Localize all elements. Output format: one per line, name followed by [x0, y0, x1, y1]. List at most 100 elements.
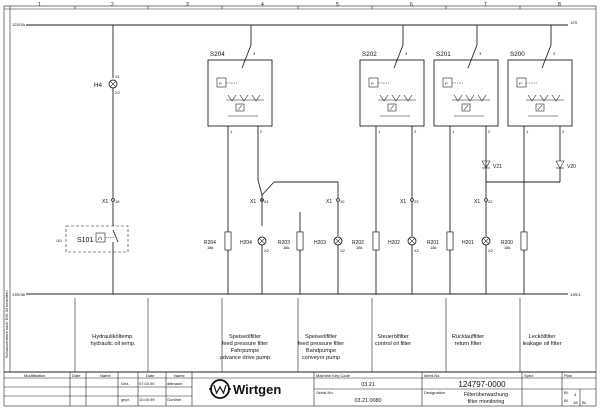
tb-machine-key: 03.21 [361, 382, 375, 388]
bottom-rail-label-right: 13R/1 [570, 292, 581, 297]
s200-pin2: 2 [562, 129, 565, 134]
r203-circuit [296, 212, 304, 294]
h4-label: H4 [94, 82, 103, 89]
v20-diode-icon [555, 160, 565, 169]
tb-spez-label: Spez. [524, 373, 534, 378]
column-label-5: 5 [336, 2, 339, 8]
caption-leakage-de: Leckölfilter [529, 334, 556, 340]
h204-label: H204 [240, 240, 252, 246]
caption-leakage-en: leakage oil filter [523, 341, 562, 347]
s101-terminal-label: X1 [102, 199, 108, 205]
s101-ref: /10 [56, 238, 62, 243]
tb-machine-key-label: Machine Key Code [316, 373, 351, 378]
h202-lamp-icon [407, 236, 417, 294]
h201-label: H201 [462, 240, 474, 246]
h203-lamp-icon [333, 236, 343, 294]
top-rail-label-right: 12S [570, 20, 577, 25]
r201-label: R201 [427, 240, 439, 246]
wirtgen-logo-icon [209, 379, 231, 399]
h202-pin: X2 [414, 248, 420, 253]
s201-p: P [445, 81, 448, 86]
terminal-22-num: 22 [488, 199, 493, 204]
caption-feed-drive-en: feed pressure filter [222, 341, 268, 347]
s204-label: S204 [210, 51, 225, 58]
terminal-23-num: 23 [414, 199, 419, 204]
tb-checked-date: 10.05.99 [139, 397, 155, 402]
caption-return-de: Rücklauffilter [452, 334, 484, 340]
column-label-8: 8 [558, 2, 561, 8]
column-label-4: 4 [261, 2, 264, 8]
bottom-rail-label-left: 13R/38 [12, 292, 26, 297]
caption-feed-drive-de2: Fahrpumpe [231, 348, 260, 354]
h204-pin: X2 [264, 248, 270, 253]
s204-pin1: 1 [230, 129, 233, 134]
pressure-p-icon [368, 77, 379, 88]
s202-pin3: 3 [405, 51, 408, 56]
r204-body [224, 231, 232, 251]
s204-crosslink [257, 179, 340, 236]
caption-hydraulic-en: hydraulic oil temp. [90, 341, 136, 347]
top-rail-label-left: 12S/3A [12, 22, 25, 27]
column-label-7: 7 [484, 2, 487, 8]
pressure-switch-s201 [433, 25, 499, 294]
h204-lamp-icon [257, 236, 267, 294]
led-icon [387, 103, 397, 112]
tb-serial-label: Serial-No. [316, 390, 334, 395]
s204-pin2: 2 [260, 129, 263, 134]
caption-dividers [74, 298, 521, 372]
tb-designation-en: filter monitoring [468, 399, 505, 405]
wirtgen-logo-text: Wirtgen [233, 382, 281, 397]
terminal-22-label: X1 [474, 199, 480, 205]
tb-checked-label: gepr. [121, 397, 130, 402]
column-label-2: 2 [111, 2, 114, 8]
r200-value: 18k [504, 245, 510, 250]
caption-return-en: return filter [455, 341, 482, 347]
title-block [4, 371, 596, 406]
terminal-23-label: X1 [400, 199, 406, 205]
pressure-switch-s202 [359, 25, 425, 294]
tb-drawn-label: Gez. [121, 381, 129, 386]
drawing-frame [3, 5, 597, 407]
r201-value: 18k [430, 245, 436, 250]
s201-label: S201 [436, 51, 451, 58]
s202-label: S202 [362, 51, 377, 58]
caption-feed-conveyor-en2: conveyor pump [302, 355, 340, 361]
thermal-switch-icon [95, 229, 119, 252]
protection-notice: Schutzvermerk nach DIN 34 beachten [4, 290, 9, 358]
r203-label: R203 [278, 240, 290, 246]
pressure-switch-s204 [207, 25, 273, 294]
tb-sheets-unit: Bl. [582, 400, 587, 405]
r202-label: R202 [352, 240, 364, 246]
r200-label: R200 [501, 240, 513, 246]
tb-ident: 124797-0000 [458, 380, 506, 389]
tb-ident-label: Ident-No. [424, 373, 440, 378]
s202-p: P [371, 81, 374, 86]
led-icon [461, 103, 471, 112]
s201-pin3: 3 [479, 51, 482, 56]
h4-pin-bottom: X2 [115, 90, 121, 95]
s204-pin3: 3 [253, 51, 256, 56]
terminal-19-label: X1 [326, 199, 332, 205]
caption-feed-conveyor-en: feed pressure filter [298, 341, 344, 347]
s202-pin1: 1 [378, 129, 381, 134]
s204-p: P [219, 81, 222, 86]
led-icon [235, 103, 245, 112]
r202-body [372, 231, 380, 251]
s101-box [65, 225, 129, 253]
tb-header-modification: Modifikation [24, 373, 45, 378]
h4-pin-top: X1 [115, 74, 121, 79]
tb-sheet-label: Bl. [564, 390, 569, 395]
s200-label: S200 [510, 51, 525, 58]
s101-terminal-icon [111, 198, 115, 202]
column-ticks [74, 6, 521, 9]
tb-drawn-name: dittmann [167, 381, 182, 386]
led-icon [535, 103, 545, 112]
tb-checked-name: Gunther [167, 397, 182, 402]
tb-drawn-date: 07.04.90 [139, 381, 155, 386]
s200-pin1: 1 [526, 129, 529, 134]
column-label-6: 6 [410, 2, 413, 8]
tb-header-date2: Date [146, 373, 155, 378]
tb-designation-label: Designation [424, 390, 445, 395]
s201-pin2: 2 [488, 129, 491, 134]
